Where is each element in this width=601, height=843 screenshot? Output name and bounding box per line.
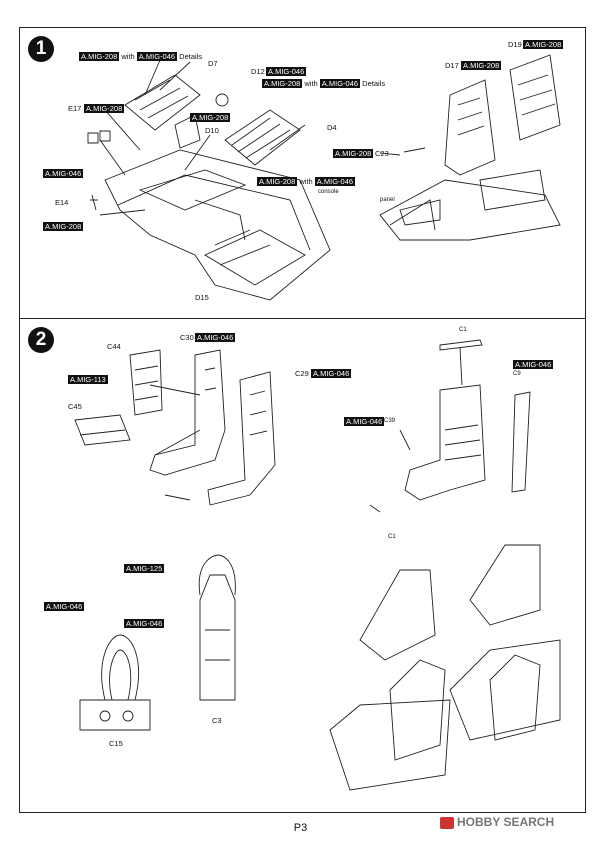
paint-tag: A.MIG-046 — [344, 417, 385, 426]
part-label-d17: D17 — [445, 61, 459, 70]
paint-tag: A.MIG-046 — [266, 67, 307, 76]
watermark: HOBBY SEARCH — [440, 815, 554, 829]
part-label-d4: D4 — [327, 123, 337, 132]
paint-tag: A.MIG-208 — [461, 61, 502, 70]
part-label-d10: D10 — [205, 126, 219, 135]
paint-tag: A.MIG-208 — [190, 113, 231, 122]
paint-tag: A.MIG-208 — [84, 104, 125, 113]
paint-tag: A.MIG-046 — [44, 602, 85, 611]
part-label-c39: C39 — [384, 418, 396, 424]
instrument-detail-note: A.MIG-208 with A.MIG-046 Details — [262, 79, 386, 88]
paint-tag: A.MIG-208 — [333, 149, 374, 158]
panel-label: panel — [380, 197, 395, 203]
part-label-c29: C29 — [295, 369, 309, 378]
part-label-d19: D19 — [508, 40, 522, 49]
right-cockpit-drawing — [379, 54, 561, 241]
paint-tag: A.MIG-208 — [43, 222, 84, 231]
part-label-e14: E14 — [55, 198, 69, 207]
cockpit-tub-drawing — [87, 59, 331, 301]
part-label-c9: C9 — [513, 371, 521, 377]
part-label-c23: C23 — [375, 149, 389, 158]
paint-tag: A.MIG-046 — [195, 333, 236, 342]
logo-icon — [440, 816, 454, 829]
paint-tag: A.MIG-113 — [68, 375, 108, 384]
console-label: console — [318, 189, 339, 195]
harness-drawing — [79, 554, 236, 731]
part-label-d7: D7 — [208, 59, 218, 68]
part-label-c45: C45 — [68, 402, 82, 411]
part-label-c30: C30 — [180, 333, 194, 342]
final-assembly-drawing — [329, 544, 561, 791]
console-note: A.MIG-208 with A.MIG-046 — [257, 177, 356, 186]
part-label-c1: C1 — [388, 534, 396, 540]
part-label-c15: C15 — [109, 739, 123, 748]
part-label-e17: E17 — [68, 104, 82, 113]
panel-detail-note: A.MIG-208 with A.MIG-046 Details — [79, 52, 203, 61]
paint-tag: A.MIG-125 — [124, 564, 165, 573]
paint-tag: A.MIG-046 — [124, 619, 165, 628]
step-number: 1 — [28, 36, 54, 62]
paint-tag: A.MIG-208 — [523, 40, 564, 49]
seat-parts-drawing — [74, 349, 276, 506]
step-number: 2 — [28, 327, 54, 353]
part-label-c3: C3 — [212, 716, 222, 725]
paint-tag: A.MIG-046 — [311, 369, 352, 378]
part-label-c1: C1 — [459, 327, 467, 333]
assembled-seat-drawing — [369, 339, 531, 513]
part-label-c44: C44 — [107, 342, 121, 351]
part-label-d15: D15 — [195, 293, 209, 302]
paint-tag: A.MIG-046 — [513, 360, 554, 369]
page-number: P3 — [293, 822, 308, 834]
part-label-d12: D12 — [251, 67, 265, 76]
paint-tag: A.MIG-046 — [43, 169, 84, 178]
